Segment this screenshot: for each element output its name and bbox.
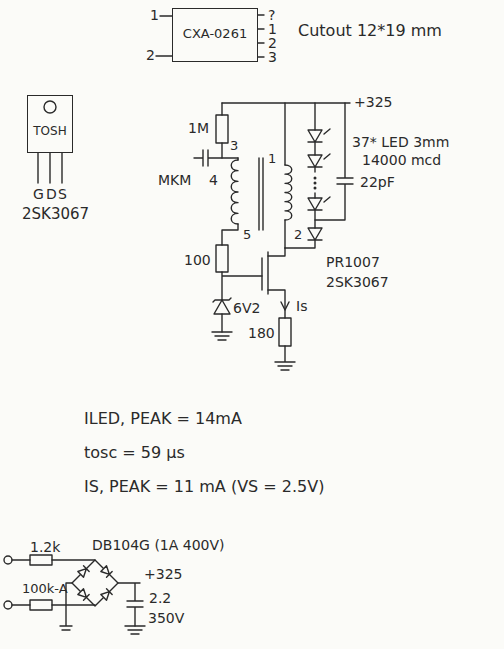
pin-number: 5 bbox=[243, 226, 251, 243]
supply-rail bbox=[222, 102, 350, 103]
supply-label: +325 bbox=[144, 566, 182, 583]
transistor-package bbox=[38, 101, 62, 183]
pin-number: 3 bbox=[230, 137, 238, 154]
pin-number: 3 bbox=[268, 49, 277, 66]
calculation-note: tosc = 59 µs bbox=[84, 444, 185, 461]
pin-number: 2 bbox=[294, 226, 302, 243]
resistor-symbol bbox=[216, 245, 262, 300]
zener-symbol bbox=[212, 298, 232, 340]
component-value: 100 bbox=[184, 252, 211, 269]
pin-name: S bbox=[58, 186, 67, 203]
bridge-rectifier bbox=[60, 560, 145, 634]
node-text: CXA-0261 bbox=[173, 26, 257, 41]
pin-name: D bbox=[46, 186, 57, 203]
part-number: 2SK3067 bbox=[326, 274, 389, 291]
resistor-symbol bbox=[275, 318, 295, 370]
diode-symbol bbox=[308, 228, 322, 240]
component-value: 100k-A bbox=[22, 580, 68, 597]
component-note: 14000 mcd bbox=[362, 152, 441, 169]
transistor-tab: TOSH bbox=[27, 95, 73, 153]
pin-name: G bbox=[33, 186, 44, 203]
node-text: TOSH bbox=[28, 124, 72, 138]
rectifier-input bbox=[4, 555, 95, 610]
dimension-note: Cutout 12*19 mm bbox=[298, 22, 442, 39]
component-value: 2.2 bbox=[149, 590, 171, 607]
signal-name: Is bbox=[296, 298, 307, 315]
calculation-note: ILED, PEAK = 14mA bbox=[84, 410, 242, 427]
component-note: 37* LED 3mm bbox=[352, 134, 449, 151]
pin-number: 2 bbox=[146, 47, 155, 64]
transformer-symbol bbox=[222, 103, 292, 248]
part-number: DB104G (1A 400V) bbox=[92, 537, 225, 554]
led-string bbox=[285, 103, 330, 248]
component-value: 6V2 bbox=[233, 300, 260, 317]
part-number: PR1007 bbox=[326, 254, 380, 271]
component-value: 180 bbox=[248, 325, 275, 342]
part-number: 2SK3067 bbox=[22, 206, 89, 223]
supply-label: +325 bbox=[354, 94, 392, 111]
mosfet-symbol bbox=[262, 248, 289, 318]
component-value: 1.2k bbox=[30, 539, 60, 556]
capacitor-symbol bbox=[315, 103, 353, 220]
component-value: 350V bbox=[148, 610, 184, 627]
pin-number: 1 bbox=[268, 150, 276, 167]
component-value: MKM bbox=[158, 172, 191, 189]
component-value: 22pF bbox=[360, 174, 395, 191]
component-value: 1M bbox=[188, 120, 209, 137]
resistor-symbol bbox=[216, 103, 228, 158]
pin-number: 4 bbox=[209, 172, 218, 189]
module-box: CXA-0261 bbox=[172, 8, 258, 62]
calculation-note: IS, PEAK = 11 mA (VS = 2.5V) bbox=[84, 478, 324, 495]
pin-number: 1 bbox=[150, 7, 159, 24]
